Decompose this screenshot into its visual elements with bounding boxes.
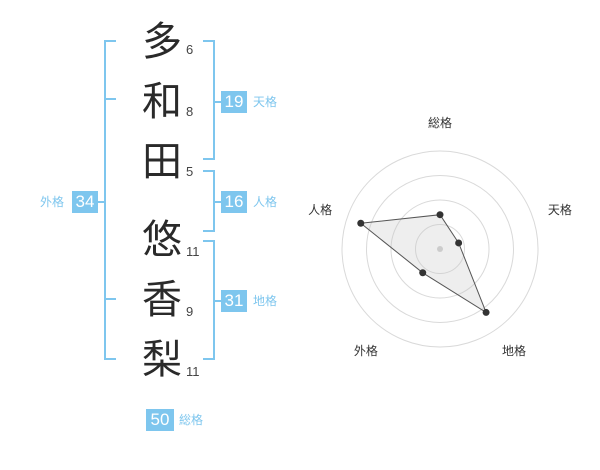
- radar-ring: [341, 150, 539, 348]
- chikaku-bracket-bottom: [203, 358, 215, 360]
- jinkaku-bracket-top: [203, 170, 215, 172]
- jinkaku-value: 16: [221, 191, 247, 213]
- gaikaku-connector: [98, 201, 106, 203]
- radar-rings: [341, 150, 539, 348]
- jinkaku-label: 人格: [253, 195, 278, 209]
- radar-data-polygon: [359, 214, 488, 314]
- radar-axis-label: 天格: [548, 202, 572, 217]
- gaikaku-bracket-top: [104, 40, 116, 42]
- stroke-count-3: 5: [186, 164, 194, 179]
- chikaku-connector: [213, 300, 221, 302]
- tenkaku-bracket-bottom: [203, 158, 215, 160]
- name-char-2: 和: [142, 79, 182, 125]
- radar-axis-label: 地格: [502, 343, 526, 358]
- gaikaku-bracket-bottom: [104, 358, 116, 360]
- gaikaku-bracket-vertical: [104, 40, 106, 360]
- radar-data-point: [419, 269, 427, 277]
- jinkaku-connector: [213, 201, 221, 203]
- tenkaku-bracket-vertical: [213, 40, 215, 160]
- stroke-count-6: 11: [186, 364, 200, 379]
- radar-data-points: [357, 211, 490, 316]
- radar-ring: [415, 224, 465, 274]
- soukaku-value: 50: [146, 409, 174, 431]
- name-char-5: 香: [142, 277, 182, 323]
- radar-data-point: [357, 219, 365, 227]
- radar-center-dot: [437, 246, 443, 252]
- chikaku-value: 31: [221, 290, 247, 312]
- name-char-6: 梨: [142, 337, 182, 383]
- chikaku-label: 地格: [253, 294, 278, 308]
- gaikaku-bracket-mid-2: [104, 298, 116, 300]
- stroke-count-2: 8: [186, 104, 194, 119]
- radar-ring: [366, 175, 514, 323]
- stroke-count-4: 11: [186, 244, 200, 259]
- soukaku-label: 総格: [179, 413, 204, 427]
- chikaku-bracket-top: [203, 240, 215, 242]
- jinkaku-bracket-bottom: [203, 230, 215, 232]
- radar-axis-label: 総格: [428, 115, 452, 130]
- tenkaku-value: 19: [221, 91, 247, 113]
- tenkaku-connector: [213, 101, 221, 103]
- gaikaku-label: 外格: [40, 195, 65, 209]
- stroke-count-1: 6: [186, 42, 194, 57]
- tenkaku-label: 天格: [253, 95, 278, 109]
- gaikaku-value: 34: [72, 191, 98, 213]
- stroke-count-5: 9: [186, 304, 194, 319]
- tenkaku-bracket-top: [203, 40, 215, 42]
- radar-axis-label: 人格: [308, 202, 332, 217]
- name-char-3: 田: [142, 139, 182, 185]
- radar-data-point: [436, 211, 444, 219]
- radar-data-point: [482, 308, 490, 316]
- name-char-1: 多: [142, 19, 182, 65]
- radar-data-point: [455, 239, 463, 247]
- name-char-4: 悠: [142, 217, 182, 263]
- radar-axis-label: 外格: [354, 343, 378, 358]
- gaikaku-bracket-mid-1: [104, 98, 116, 100]
- radar-ring: [390, 199, 490, 299]
